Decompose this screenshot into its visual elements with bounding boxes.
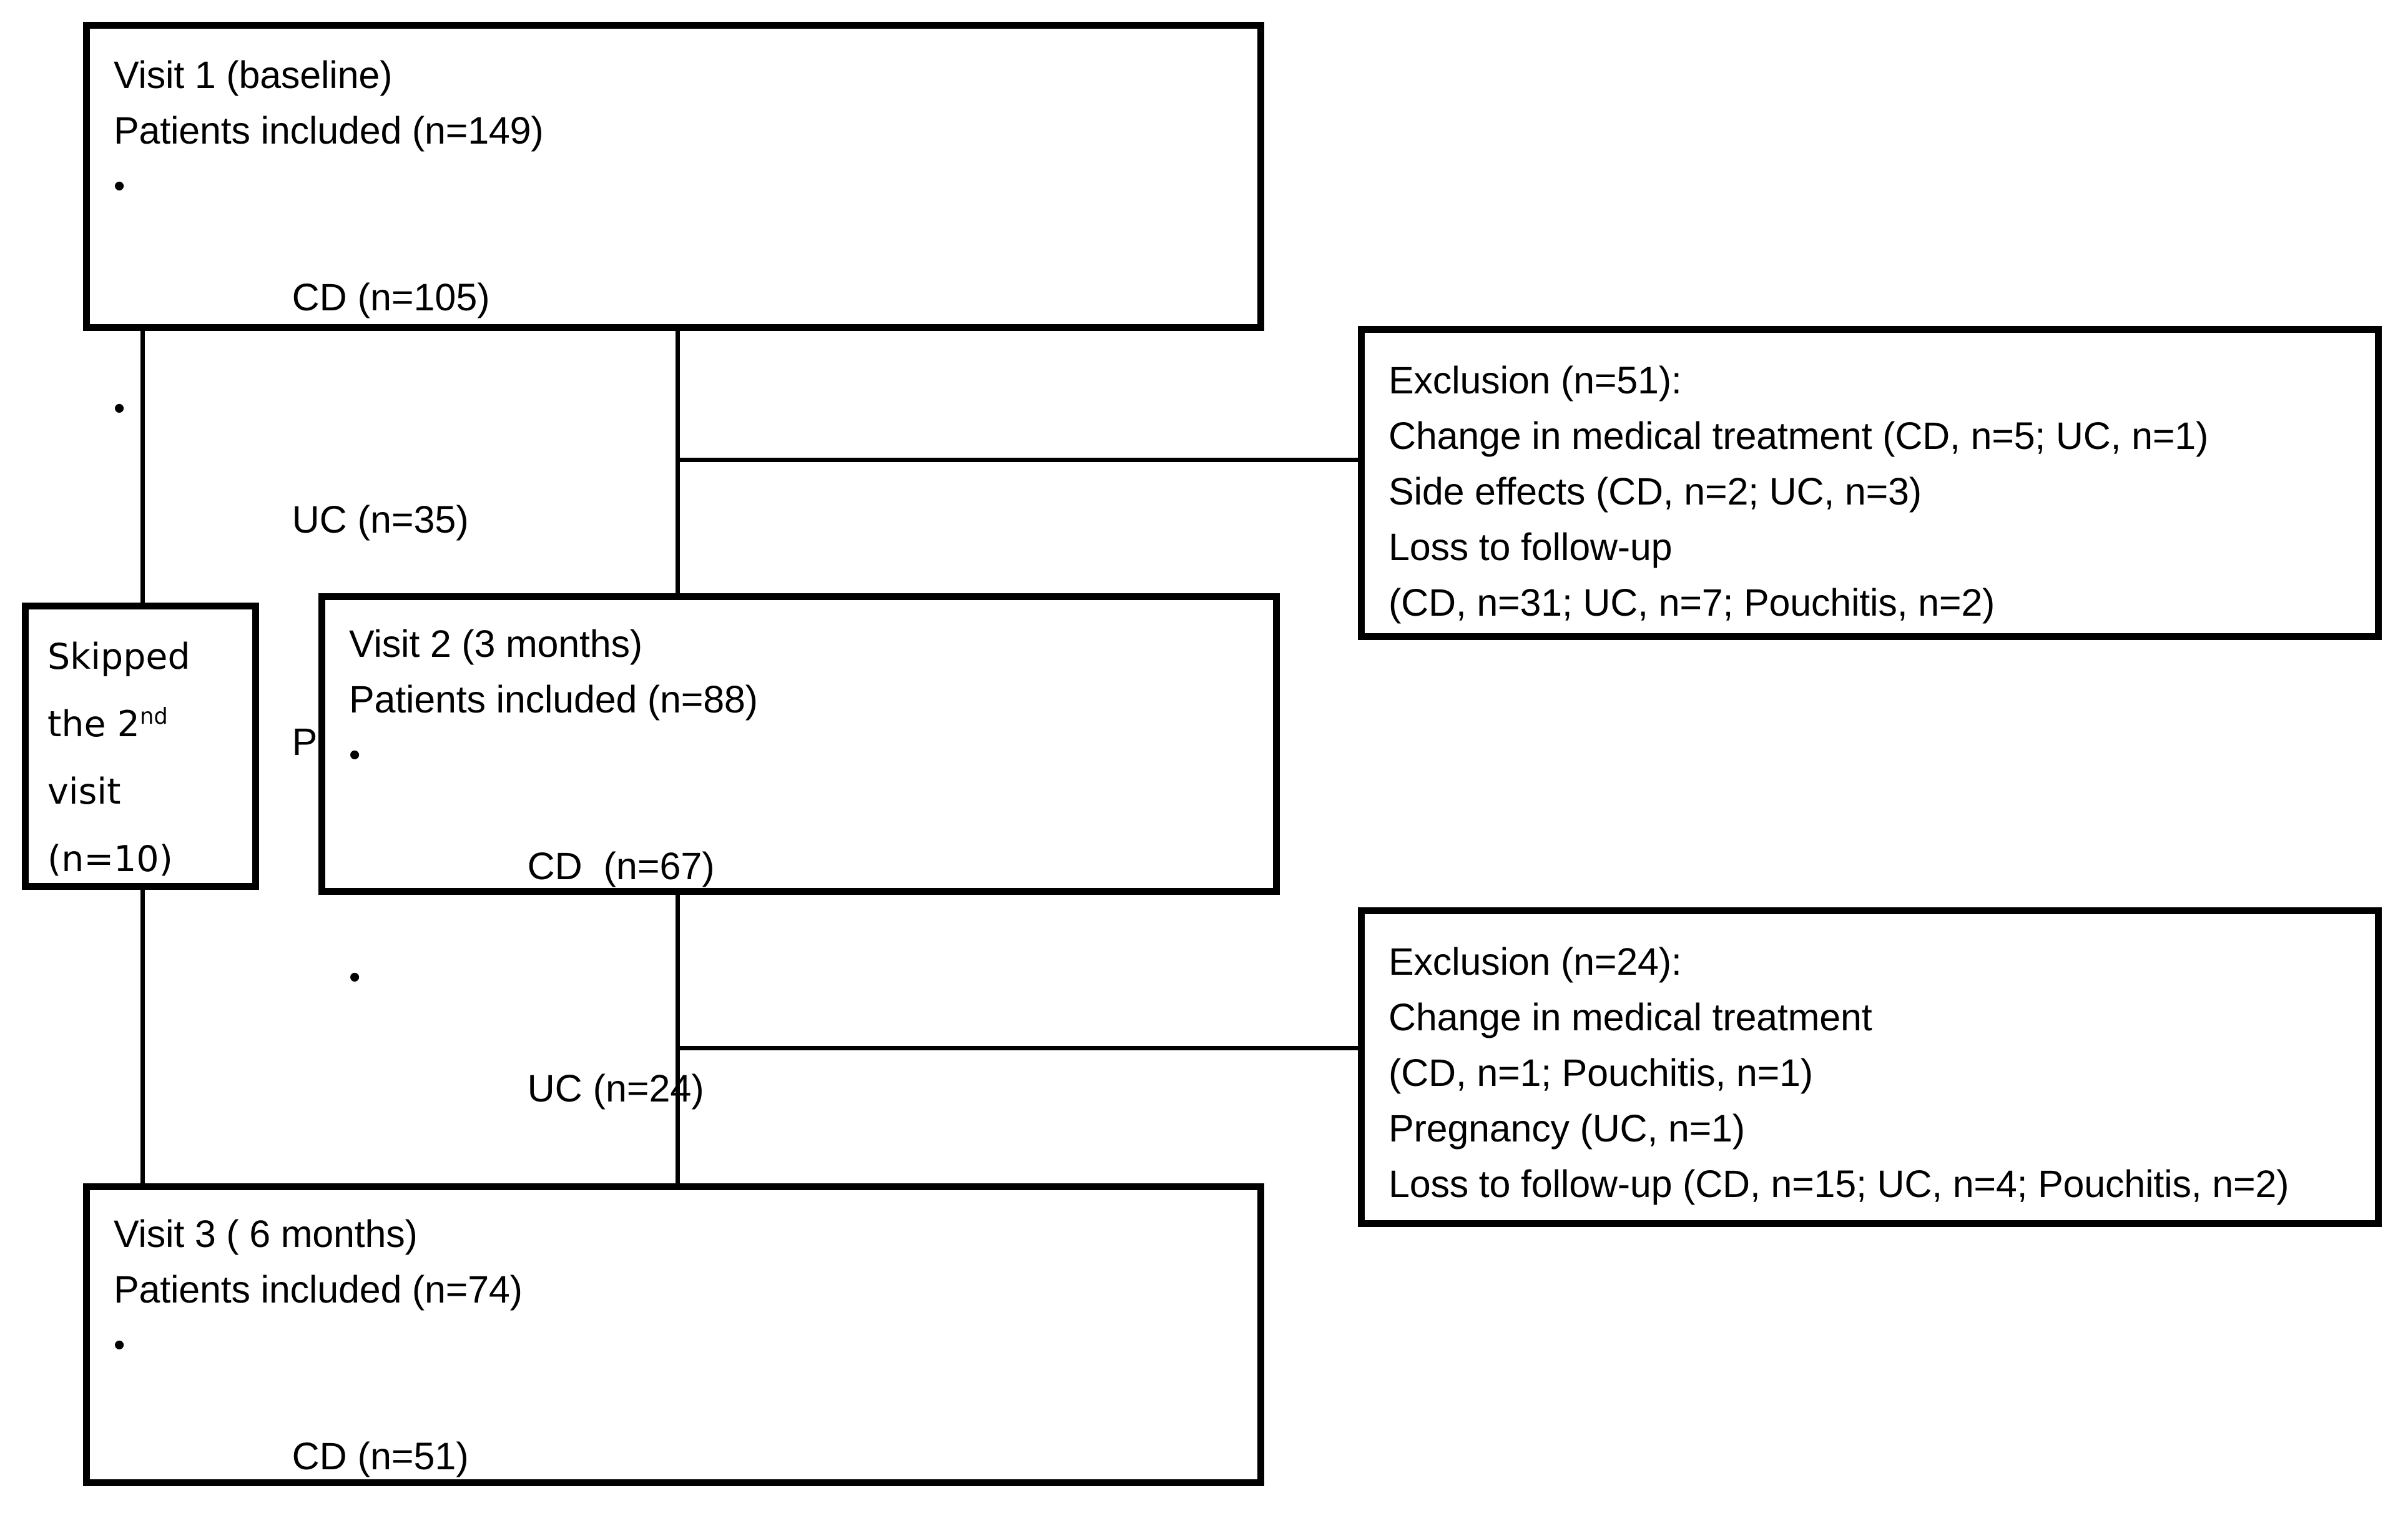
visit-3-bullet-1-label: CD (n=51) bbox=[292, 1435, 469, 1477]
skipped-line-1: Skipped bbox=[47, 636, 190, 678]
visit-2-bullet-2-label: UC (n=24) bbox=[527, 1067, 704, 1110]
visit-1-bullet-1: • CD (n=105) bbox=[114, 159, 1257, 381]
skipped-line-3: visit bbox=[47, 771, 121, 812]
visit-1-bullet-1-label: CD (n=105) bbox=[292, 276, 490, 318]
bullet-icon: • bbox=[114, 1327, 125, 1363]
visit-2-box: Visit 2 (3 months) Patients included (n=… bbox=[318, 593, 1280, 1332]
visit-3-box: Visit 3 ( 6 months) Patients included (n… bbox=[83, 1183, 1264, 1486]
bullet-icon: • bbox=[349, 959, 361, 995]
skipped-line-4: (n=10) bbox=[47, 839, 173, 880]
visit-3-bullet-1: • CD (n=51) bbox=[114, 1318, 1257, 1518]
visit-2-subheading: Patients included (n=88) bbox=[349, 678, 758, 721]
visit-1-box: Visit 1 (baseline) Patients included (n=… bbox=[83, 22, 1264, 763]
visit-3-heading: Visit 3 ( 6 months) bbox=[114, 1213, 418, 1255]
visit-2-bullet-2: • UC (n=24) bbox=[349, 950, 1273, 1172]
visit-2-heading: Visit 2 (3 months) bbox=[349, 623, 642, 665]
bullet-icon: • bbox=[114, 168, 125, 204]
exclusion-2-line-3: (CD, n=1; Pouchitis, n=1) bbox=[1388, 1052, 1813, 1094]
connector-to-exclusion-1 bbox=[676, 458, 1362, 462]
skipped-line-2: the 2nd bbox=[47, 691, 252, 758]
exclusion-2-line-1: Exclusion (n=24): bbox=[1388, 940, 1682, 983]
visit-1-heading: Visit 1 (baseline) bbox=[114, 54, 393, 96]
visit-1-bullet-2: • UC (n=35) bbox=[114, 381, 1257, 603]
visit-2-bullet-1: • CD (n=67) bbox=[349, 727, 1273, 950]
exclusion-2-line-2: Change in medical treatment bbox=[1388, 996, 1872, 1038]
visit-1-bullet-2-label: UC (n=35) bbox=[292, 498, 469, 541]
exclusion-2-line-4: Pregnancy (UC, n=1) bbox=[1388, 1107, 1745, 1150]
visit-1-subheading: Patients included (n=149) bbox=[114, 109, 544, 152]
exclusion-1-line-1: Exclusion (n=51): bbox=[1388, 359, 1682, 402]
visit-2-bullet-1-label: CD (n=67) bbox=[527, 845, 715, 887]
connector-to-exclusion-2 bbox=[676, 1046, 1362, 1050]
connector-left-vertical bbox=[140, 331, 145, 606]
connector-left-vertical-lower bbox=[140, 888, 145, 1186]
exclusion-1-line-3: Side effects (CD, n=2; UC, n=3) bbox=[1388, 470, 1922, 513]
exclusion-1-line-5: (CD, n=31; UC, n=7; Pouchitis, n=2) bbox=[1388, 581, 1995, 624]
connector-center-vertical-lower bbox=[676, 893, 680, 1186]
skipped-second-visit-box: Skipped the 2nd visit (n=10) bbox=[22, 603, 259, 890]
exclusion-1-line-4: Loss to follow-up bbox=[1388, 526, 1673, 568]
exclusion-2-line-5: Loss to follow-up (CD, n=15; UC, n=4; Po… bbox=[1388, 1163, 2289, 1205]
connector-center-vertical-upper bbox=[676, 331, 680, 596]
skipped-line-2-text: the 2 bbox=[47, 704, 140, 745]
exclusion-1-box: Exclusion (n=51): Change in medical trea… bbox=[1358, 326, 2382, 640]
exclusion-2-box: Exclusion (n=24): Change in medical trea… bbox=[1358, 907, 2382, 1227]
bullet-icon: • bbox=[114, 390, 125, 426]
visit-3-subheading: Patients included (n=74) bbox=[114, 1268, 523, 1311]
skipped-ordinal-suffix: nd bbox=[139, 704, 168, 729]
bullet-icon: • bbox=[349, 737, 361, 773]
exclusion-1-line-2: Change in medical treatment (CD, n=5; UC… bbox=[1388, 415, 2209, 457]
